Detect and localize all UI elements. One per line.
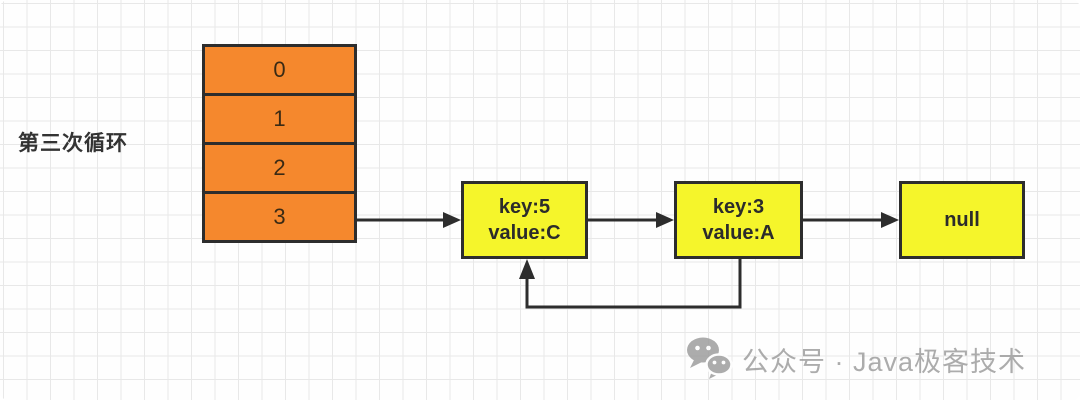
arrow-key3-loopback-to-key5 — [519, 259, 742, 309]
node-key3-line1: key:3 — [712, 196, 765, 218]
watermark: 公众号 · Java极客技术 — [686, 336, 1026, 382]
arrow-array-to-key5 — [357, 212, 461, 228]
array-cell-3: 3 — [273, 204, 286, 229]
watermark-text: 公众号 · Java极客技术 — [742, 346, 1027, 377]
arrow-key5-to-key3 — [588, 212, 674, 228]
node-key5: key:5 value:C — [461, 181, 588, 259]
node-key5-line2: value:C — [488, 222, 561, 244]
node-key5-line1: key:5 — [498, 196, 551, 218]
arrow-key3-to-null — [803, 212, 899, 228]
wechat-icon — [687, 337, 733, 379]
bucket-array: 0 1 2 3 — [202, 44, 357, 243]
node-null: null — [899, 181, 1025, 259]
node-null-line1: null — [944, 209, 980, 231]
node-key3-line2: value:A — [702, 222, 775, 244]
array-cell-0: 0 — [205, 47, 354, 96]
array-cell-2: 2 — [205, 145, 354, 194]
array-cell-1: 1 — [205, 96, 354, 145]
stage-label: 第三次循环 — [18, 132, 128, 155]
node-key3: key:3 value:A — [674, 181, 803, 259]
